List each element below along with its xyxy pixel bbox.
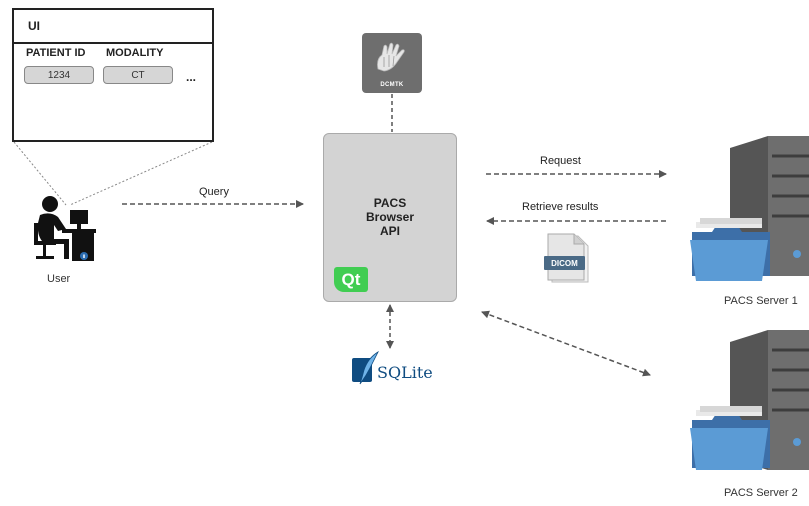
dicom-label: DICOM [544,256,585,270]
retrieve-label: Retrieve results [522,201,599,213]
dcmtk-logo: DCMTK [362,33,422,93]
user-label: User [47,273,71,285]
dcmtk-label: DCMTK [380,82,404,88]
ui-zoom-line-right [69,141,213,206]
pacs-server-1-icon [690,136,809,281]
patient-id-field[interactable]: 1234 [24,66,94,84]
ui-panel-title: UI [14,10,212,44]
user-workstation-icon [34,196,96,261]
api-title-line2: Browser [365,210,415,224]
modality-field[interactable]: CT [103,66,173,84]
sqlite-feather-icon [352,350,379,385]
sqlite-label: SQLite [377,363,433,382]
server2-arrow [481,310,651,377]
patient-id-header: PATIENT ID [26,47,86,59]
modality-header: MODALITY [106,47,164,59]
pacs-server-2-label: PACS Server 2 [724,487,798,499]
more-columns-ellipsis: ... [186,70,197,84]
api-title: PACS Browser API [323,196,457,238]
xray-hand-icon [377,42,405,72]
query-label: Query [199,186,229,198]
pacs-server-2-icon [690,330,809,470]
qt-logo: Qt [334,267,368,292]
api-title-line1: PACS [373,196,407,210]
request-label: Request [540,155,581,167]
api-title-line3: API [379,224,400,238]
ui-zoom-line-left [13,141,67,206]
pacs-server-1-label: PACS Server 1 [724,295,798,307]
